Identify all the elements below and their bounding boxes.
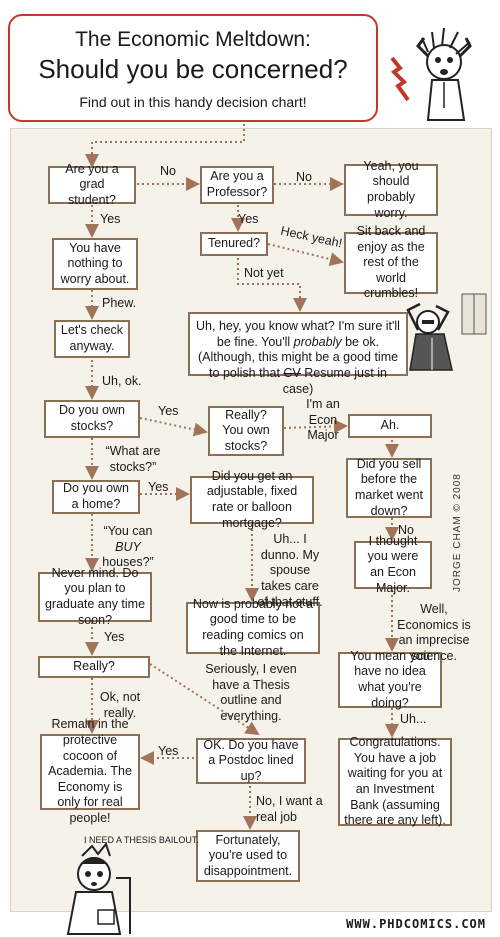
label-yes-postdoc: Yes: [158, 744, 179, 758]
title-subtitle: Find out in this handy decision chart!: [79, 94, 307, 110]
can-buy-emphasis: BUY: [115, 539, 141, 554]
node-own-home: Do you own a home?: [52, 480, 140, 514]
label-imprecise: Well, Economics is an imprecise science.: [397, 602, 471, 663]
node-really: Really?: [38, 656, 150, 678]
title-line1: The Economic Meltdown:: [75, 28, 311, 51]
label-not-yet: Not yet: [244, 266, 284, 280]
node-no-idea: You mean you have no idea what you're do…: [338, 649, 442, 710]
label-yes-graduate: Yes: [104, 630, 125, 644]
author-credit: JORGE CHAM © 2008: [452, 473, 463, 592]
title-line2: Should you be concerned?: [38, 54, 348, 84]
node-nothing-to-worry: You have nothing to worry about.: [52, 238, 138, 290]
can-buy-text-2: houses?”: [102, 555, 154, 570]
node-should-worry: Yeah, you should probably worry.: [344, 159, 438, 220]
node-disappointment: Fortunately, you're used to disappointme…: [196, 830, 300, 882]
probably-ok-emphasis: probably: [293, 334, 342, 349]
label-phew: Phew.: [102, 296, 137, 310]
label-yes-stocks: Yes: [158, 404, 179, 418]
title-box: The Economic Meltdown: Should you be con…: [8, 14, 378, 122]
label-ok-not-really: Ok, not really.: [99, 690, 141, 720]
label-no-sell: No: [398, 523, 414, 537]
node-check-anyway: Let's check anyway.: [54, 320, 130, 358]
label-uh-dots: Uh...: [400, 712, 427, 726]
probably-ok-text-3: Resume just in case): [282, 365, 387, 396]
relaxing-professor-drawing: [406, 293, 487, 371]
label-spouse: Uh... I dunno. My spouse takes care of t…: [257, 532, 323, 609]
node-congrats: Congratulations. You have a job waiting …: [338, 735, 452, 827]
label-yes-home: Yes: [148, 480, 169, 494]
node-thought-econ: I thought you were an Econ Major.: [354, 534, 432, 595]
probably-ok-strikethrough: CV: [283, 365, 301, 380]
label-no-real-job: No, I want a real job: [256, 794, 323, 824]
node-postdoc: OK. Do you have a Postdoc lined up?: [196, 738, 306, 784]
node-probably-ok: Uh, hey, you know what? I'm sure it'll b…: [188, 312, 408, 396]
node-cocoon: Remain in the protective cocoon of Acade…: [40, 717, 140, 825]
label-no-professor: No: [296, 170, 312, 184]
node-graduate: Never mind. Do you plan to graduate any …: [38, 566, 152, 627]
probably-ok-text-1: Uh, hey, you know what? I'm sure it'll b…: [196, 319, 400, 349]
label-econ-major: I'm an Econ Major: [306, 397, 340, 443]
node-mortgage: Did you get an adjustable, fixed rate or…: [190, 469, 314, 530]
node-tenured: Tenured?: [200, 232, 268, 256]
worried-character-drawing: [390, 27, 472, 121]
label-uh-ok: Uh, ok.: [102, 374, 142, 388]
node-grad-student: Are you a grad student?: [48, 162, 136, 207]
node-not-good-time: Now is probably not a good time to be re…: [186, 597, 320, 658]
can-buy-text-1: “You can: [103, 524, 153, 538]
node-own-stocks: Do you own stocks?: [44, 400, 140, 438]
site-url: WWW.PHDCOMICS.COM: [346, 917, 486, 931]
node-sit-back: Sit back and enjoy as the rest of the wo…: [344, 224, 438, 300]
node-sell-before: Did you sell before the market went down…: [346, 457, 432, 518]
bailout-caption: I NEED A THESIS BAILOUT.: [84, 835, 199, 845]
probably-ok-text-2: be ok. (Although, this might be a good t…: [197, 334, 399, 380]
node-ah: Ah.: [348, 414, 432, 438]
node-professor: Are you a Professor?: [200, 166, 274, 204]
label-yes-grad: Yes: [100, 212, 121, 226]
label-what-stocks: “What are stocks?”: [105, 444, 161, 474]
label-no-grad: No: [160, 164, 176, 178]
node-really-stocks: Really? You own stocks?: [208, 406, 284, 456]
label-thesis-outline: Seriously, I even have a Thesis outline …: [205, 662, 297, 723]
label-yes-professor: Yes: [238, 212, 259, 226]
bailout-character-drawing: [66, 841, 131, 935]
